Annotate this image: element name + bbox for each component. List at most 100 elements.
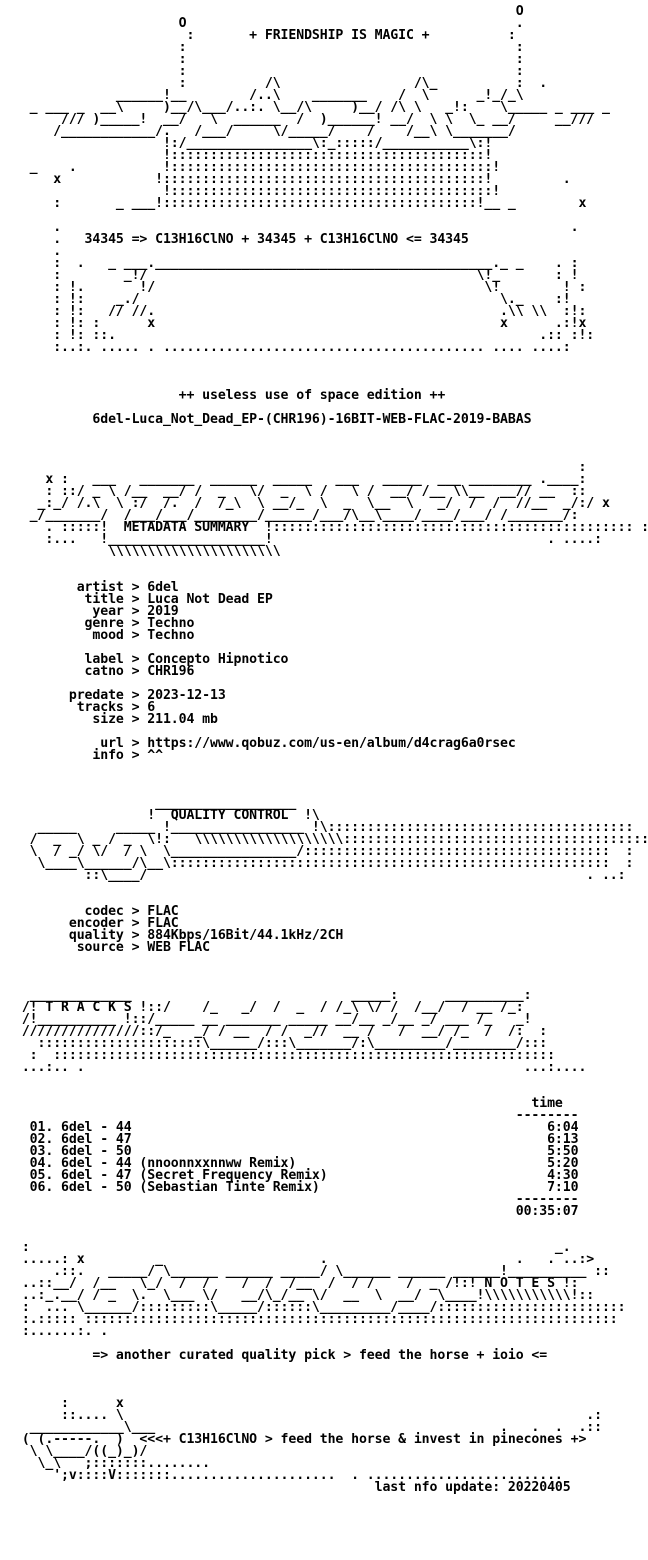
ascii-art-line: .::. _____/ \______ ______ _____/ \_____… <box>14 1264 610 1279</box>
blank-line <box>14 558 648 570</box>
meta-label: label > Concepto Hipnotico <box>14 652 289 667</box>
ascii-art-line: : _ ___!::::::::::::::::::::::::::::::::… <box>14 196 587 211</box>
ascii-art-line: : _. <box>14 1240 571 1255</box>
ascii-art-line: : x <box>14 1396 124 1411</box>
ascii-art-line: /____________/. /___/ \/_____/ / /__\ \_… <box>14 124 516 139</box>
ascii-art-line: : !. !/ \! ! : <box>14 280 587 295</box>
blank-line <box>14 426 648 438</box>
blank-line <box>14 1074 648 1086</box>
ascii-art-line: :......:. . <box>14 1324 109 1339</box>
section-title-metadata: . :::::! METADATA SUMMARY !:::::::::::::… <box>14 520 648 535</box>
ascii-art-line: _/_______/ /___/___/________/______/___/… <box>14 508 579 523</box>
ascii-art-line: ::.... \ .: <box>14 1408 602 1423</box>
blank-line <box>14 954 648 966</box>
ascii-art-line: : . _ ___.______________________________… <box>14 256 579 271</box>
ascii-art-line: ______!__ /..\ _______ / \ _!_/_\ <box>14 88 524 103</box>
blank-line <box>14 1218 648 1230</box>
ascii-art-line: : !: ::. .:: :!: <box>14 328 595 343</box>
ascii-art-line: _ ___ _ __\ )__/\___/..:. \__/\ )__/ /\ … <box>14 100 610 115</box>
quality-encoder: encoder > FLAC <box>14 916 179 931</box>
ascii-art-line: O . <box>14 16 524 31</box>
track-row: 06. 6del - 50 (Sebastian Tinte Remix) 7:… <box>14 1180 579 1195</box>
ascii-art-line: :.::::: ::::::::::::::::::::::::::::::::… <box>14 1312 618 1327</box>
ascii-art-line: _____________ _____: __________: <box>14 988 532 1003</box>
ascii-art-line: -------- <box>14 1108 579 1123</box>
ascii-art-line: . . <box>14 220 579 235</box>
blank-line <box>14 1374 648 1386</box>
blank-line <box>14 1362 648 1374</box>
ascii-art-line: /// )_____! __/ \ ______ / )______! __/ … <box>14 112 595 127</box>
ascii-art-line: /!__________ !::/_____ __ _______ _____ … <box>14 1012 532 1027</box>
ascii-art-line: !:::::::::::::::::::::::::::::::::::::::… <box>14 148 493 163</box>
ascii-art-line: / _ \ _ / _ \!: \\\\\\\\\\\\\\\\\\\:::::… <box>14 832 648 847</box>
ascii-art-line: : : <box>14 52 524 67</box>
ascii-art-line: O <box>14 4 524 19</box>
track-row: 02. 6del - 47 6:13 <box>14 1132 579 1147</box>
ascii-art-line: : ... \______/:::::::::\_____/::::::\___… <box>14 1300 626 1315</box>
ascii-art-line: x : ___ _______ ______ _____ ___ _____ _… <box>14 472 587 487</box>
blank-line <box>14 882 648 894</box>
meta-mood: mood > Techno <box>14 628 195 643</box>
ascii-art-line: :::::::::::::::::::::\______/:::\_______… <box>14 1036 548 1051</box>
blank-line <box>14 354 648 366</box>
ascii-art-line: : ::/ _ \ /__ __/ / _ \/ _ \ / \ / __/ /… <box>14 484 587 499</box>
ascii-art-line: \\\\\\\\\\\\\\\\\\\\\\ <box>14 544 281 559</box>
meta-artist: artist > 6del <box>14 580 179 595</box>
track-row: 03. 6del - 50 5:50 <box>14 1144 579 1159</box>
ascii-art-line: : : <box>14 64 524 79</box>
formula-line: . 34345 => C13H16ClNO + 34345 + C13H16Cl… <box>14 232 469 247</box>
section-title-quality: ! QUALITY CONTROL !\ <box>14 808 320 823</box>
edition-line: ++ useless use of space edition ++ <box>14 388 446 403</box>
total-time: 00:35:07 <box>14 1204 579 1219</box>
meta-predate: predate > 2023-12-13 <box>14 688 226 703</box>
ascii-art-line: \____\______/\__\:::::::::::::::::::::::… <box>14 856 634 871</box>
ascii-art-line: :..:. ..... . ..........................… <box>14 340 571 355</box>
ascii-art-line: \_\ ;:::::::........ <box>14 1456 587 1471</box>
headline: : + FRIENDSHIP IS MAGIC + : <box>14 28 516 43</box>
ascii-art-line: _____ _____ !_________________ !\:::::::… <box>14 820 634 835</box>
meta-info: info > ^^ <box>14 748 163 763</box>
ascii-art-line: : !: : x x .:!x <box>14 316 587 331</box>
ascii-art-line: ____________\___ . . . .:: <box>14 1420 602 1435</box>
blank-line <box>14 966 648 978</box>
ascii-art-line: !:::::::::::::::::::::::::::::::::::::::… <box>14 184 501 199</box>
blank-line <box>14 762 648 774</box>
ascii-art-line: : !: _./ \._ :! <box>14 292 571 307</box>
ascii-art-line: -------- <box>14 1192 579 1207</box>
footer-line: ( (.-----. ) <<<+ C13H16ClNO > feed the … <box>14 1432 587 1447</box>
ascii-art-line: _ . !:::::::::::::::::::::::::::::::::::… <box>14 160 501 175</box>
ascii-art-line: : : <box>14 40 524 55</box>
ascii-art-line: ///////////////::/_ _/ / __ / / _// __ /… <box>14 1024 548 1039</box>
ascii-art-line: ...:.. . ...:.... <box>14 1060 587 1075</box>
meta-tracks: tracks > 6 <box>14 700 156 715</box>
blank-line <box>14 774 648 786</box>
meta-genre: genre > Techno <box>14 616 195 631</box>
track-row: 01. 6del - 44 6:04 <box>14 1120 579 1135</box>
ascii-art-line: . <box>14 244 62 259</box>
release-name: 6del-Luca_Not_Dead_EP-(CHR196)-16BIT-WEB… <box>14 412 532 427</box>
ascii-art-line: .....: x _ . . . ..:> <box>14 1252 595 1267</box>
ascii-art-line: : ::::::::::::::::::::::::::::::::::::::… <box>14 1048 555 1063</box>
meta-title: title > Luca Not Dead EP <box>14 592 273 607</box>
blank-line <box>14 366 648 378</box>
ascii-art-line: ::\____/ . ..: <box>14 868 626 883</box>
blank-line <box>14 438 648 450</box>
section-title-tracks: /! T R A C K S !::/ /_ _/ / _ / /_\ \/ /… <box>14 1000 524 1015</box>
ascii-art-line: ..:_.__/ / _ \. \___ \/ __/\_/__ \/ __ \… <box>14 1288 595 1303</box>
last-update: last nfo update: 20220405 <box>14 1480 571 1495</box>
meta-year: year > 2019 <box>14 604 179 619</box>
quality-codec: codec > FLAC <box>14 904 179 919</box>
ascii-art-line: : _!/ \!_ : ! <box>14 268 579 283</box>
meta-url: url > https://www.qobuz.com/us-en/album/… <box>14 736 516 751</box>
track-row: 05. 6del - 47 (Secret Frequency Remix) 4… <box>14 1168 579 1183</box>
ascii-art-line: \ \____/((_)_)/ <box>14 1444 587 1459</box>
quality-source: source > WEB FLAC <box>14 940 210 955</box>
ascii-art-line: :... !____________________! . ....: <box>14 532 602 547</box>
meta-catno: catno > CHR196 <box>14 664 195 679</box>
ascii-art-line: !:/________________\:_:::::/___________\… <box>14 136 493 151</box>
meta-size: size > 211.04 mb <box>14 712 218 727</box>
ascii-art-line: ';v::::V:::::::..................... . .… <box>14 1468 563 1483</box>
ascii-art-line: : !: // //. .\\ \\ :!: <box>14 304 587 319</box>
ascii-art-line: x !:::::::::::::::::::::::::::::::::::::… <box>14 172 571 187</box>
quality-quality: quality > 884Kbps/16Bit/44.1kHz/2CH <box>14 928 344 943</box>
